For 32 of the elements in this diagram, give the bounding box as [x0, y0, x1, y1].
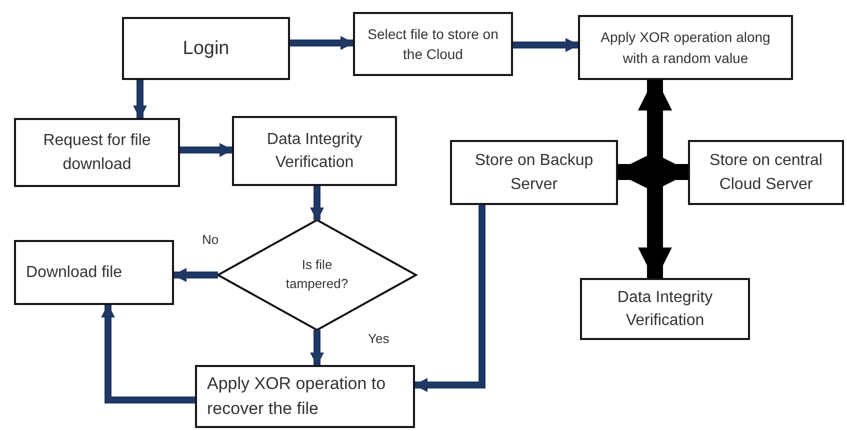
node-label: Data Integrity Verification: [616, 288, 714, 331]
node-label: Apply XOR operation to recover the file: [207, 372, 387, 420]
process-box: [14, 118, 180, 187]
process-box: [688, 140, 844, 205]
process-box: [578, 15, 793, 80]
node-label: Store on Backup Server: [474, 151, 594, 194]
node-label: Apply XOR operation along with a random value: [600, 28, 772, 68]
edge-label: No: [200, 232, 221, 247]
node-label: Request for file download: [42, 131, 152, 174]
node-label: Download file: [26, 262, 122, 283]
arrow: [133, 80, 147, 120]
edge-label: Yes: [366, 331, 392, 346]
node-label: Store on central Cloud Server: [708, 151, 824, 194]
arrow: [310, 186, 324, 222]
node-label: Select file to store on the Cloud: [366, 24, 500, 64]
node-label: Is file tampered?: [284, 256, 350, 293]
process-box: [14, 240, 174, 305]
process-box: [450, 140, 618, 205]
process-box: [122, 17, 290, 80]
node-label: Data Integrity Verification: [266, 130, 364, 173]
arrow: [310, 330, 324, 366]
process-box: [195, 365, 415, 428]
arrow: [513, 38, 580, 52]
arrow: [414, 205, 486, 392]
arrow: [172, 268, 218, 282]
arrow: [290, 36, 354, 50]
process-box: [353, 12, 513, 76]
process-box: [580, 278, 750, 340]
process-box: [232, 116, 397, 186]
arrow: [180, 143, 234, 157]
node-label: Login: [182, 36, 230, 61]
arrow: [101, 304, 195, 404]
